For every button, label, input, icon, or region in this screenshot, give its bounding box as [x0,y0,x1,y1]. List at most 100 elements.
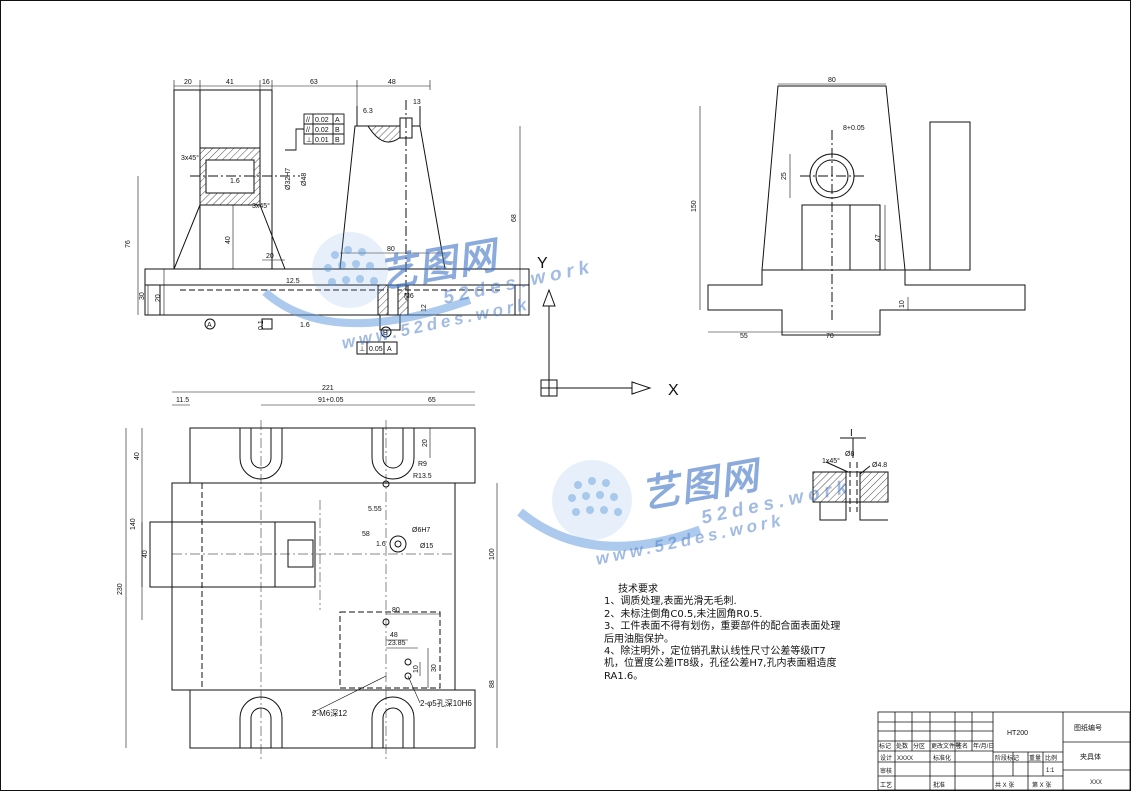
tb-weight: 重量 [1029,754,1041,762]
tb-designer: XXXX [897,756,913,762]
dim-80-hole: 80 [392,607,400,614]
tb-review: 审核 [880,767,892,775]
tb-part-name: 夹具体 [1080,752,1101,761]
side-view-dims [699,83,909,333]
callout-pin-holes: 2-φ5孔深10H6 [420,699,472,708]
technical-requirements: 技术要求 1、调质处理,表面光滑无毛刺. 2、未标注倒角C0.5,未注圆角R0.… [604,584,844,683]
tb-scale: 1:1 [1046,768,1055,774]
tech-title: 技术要求 [618,584,658,595]
tb-h-zone: 分区 [913,742,925,750]
tol-value-1: 0.02 [315,117,329,124]
dim-16: 16 [262,79,270,86]
tol-bottom-datum: A [387,346,392,353]
dim-55: 55 [740,333,748,340]
y-axis-label: Y [537,255,548,272]
note-depth-12: 12 [421,304,428,312]
note-0-1: 0.1 [258,320,265,330]
dim-20-left: 20 [155,294,162,302]
note-pin-hole: Ø6H7 [412,527,430,534]
dim-23-85: 23.85 [388,640,406,647]
note-outer-dia: Ø48 [301,173,308,186]
tb-drawing-no: 图纸编号 [1074,723,1102,732]
dim-80-side: 80 [828,77,836,84]
note-dia-15: Ø15 [420,543,433,550]
tb-process: 工艺 [880,781,892,789]
tol-symbol-2: // [306,127,310,134]
dim-20-slot: 20 [422,439,429,447]
callout-m6: 2-M6深12 [312,709,348,718]
datum-a: A [207,322,212,329]
tol-datum-3: B [335,137,340,144]
note-r13-5: R13.5 [413,473,432,480]
title-block [877,711,1131,791]
top-view-dim-text: 221 91+0.05 65 11.5 20 40 140 40 230 100… [117,385,496,718]
section-detail [812,437,889,521]
tb-approve: 批准 [933,781,945,789]
note-chamfer-1: 3x45° [181,154,199,162]
dim-30: 30 [139,292,146,300]
tol-bottom-value: 0.05 [369,346,383,353]
note-roughness-3: 12.5 [286,278,300,285]
datum-b: B [383,330,388,337]
tech-item-2: 2、未标注倒角C0.5,未注圆角R0.5. [604,608,763,620]
tol-symbol-1: // [306,117,310,124]
tol-datum-2: B [335,127,340,134]
front-view-dim-text: 20 41 16 63 48 76 30 20 68 40 20 80 3x45… [125,79,518,337]
dim-150: 150 [691,200,698,212]
dim-76: 76 [125,240,132,248]
note-bore-dia: Ø32H7 [285,168,292,190]
dim-40-top: 40 [134,452,141,460]
tb-company: XXX [1090,780,1102,786]
tb-h-change: 更改文件号 [931,742,961,750]
dim-91: 91+0.05 [318,397,344,404]
dim-48-hole: 48 [390,632,398,639]
tol-value-2: 0.02 [315,127,329,134]
tb-h-mark: 标记 [879,742,891,750]
front-view-dims [137,80,521,315]
note-58: 58 [362,531,370,538]
dim-40-inner: 40 [225,236,232,244]
note-roughness-5: 1.6 [376,541,386,548]
tb-h-date: 年/月/日 [973,742,994,750]
tb-total-sheets: 共 X 张 [995,781,1014,789]
note-keyway: 8+0.05 [843,125,865,132]
dim-20-inner: 20 [266,253,274,260]
dim-10-side: 10 [899,300,906,308]
section-dia-4-8: Ø4.8 [872,462,887,469]
dim-11-5: 11.5 [176,397,189,404]
note-roughness-1: 1.6 [230,178,240,185]
dim-47: 47 [875,234,882,242]
tol-value-3: 0.01 [315,137,329,144]
x-axis-label: X [668,382,679,399]
section-dia-8: Ø8 [845,451,854,458]
note-thread-m6: M6 [404,293,414,300]
note-5-55: 5.55 [368,506,382,513]
dim-63: 63 [310,79,318,86]
watermark-globe-1 [262,232,472,328]
tol-symbol-3: ⊥ [306,137,312,144]
tb-sheet-no: 第 X 张 [1032,781,1051,789]
xy-axes [540,288,652,397]
dim-140: 140 [130,518,137,530]
dim-230: 230 [117,583,124,595]
tb-design: 设计 [880,754,892,762]
dim-221: 221 [322,385,334,392]
dim-40-boss: 40 [142,550,149,558]
dim-88: 88 [489,680,496,688]
side-view-dim-text: 80 150 25 47 55 70 10 8+0.05 [691,77,906,340]
top-view-dims [125,391,498,748]
tb-material: HT200 [1007,730,1028,737]
tb-standard: 标准化 [933,754,951,762]
front-view [144,89,530,355]
tol-bottom-symbol: ⊥ [359,346,365,353]
tb-h-sign: 签名 [956,742,968,750]
dim-25: 25 [781,172,788,180]
note-roughness-2: 6.3 [363,108,373,115]
dim-48: 48 [388,79,396,86]
note-roughness-4: 1.6 [300,322,310,329]
tolerance-frame [285,113,345,151]
dim-100: 100 [489,548,496,560]
